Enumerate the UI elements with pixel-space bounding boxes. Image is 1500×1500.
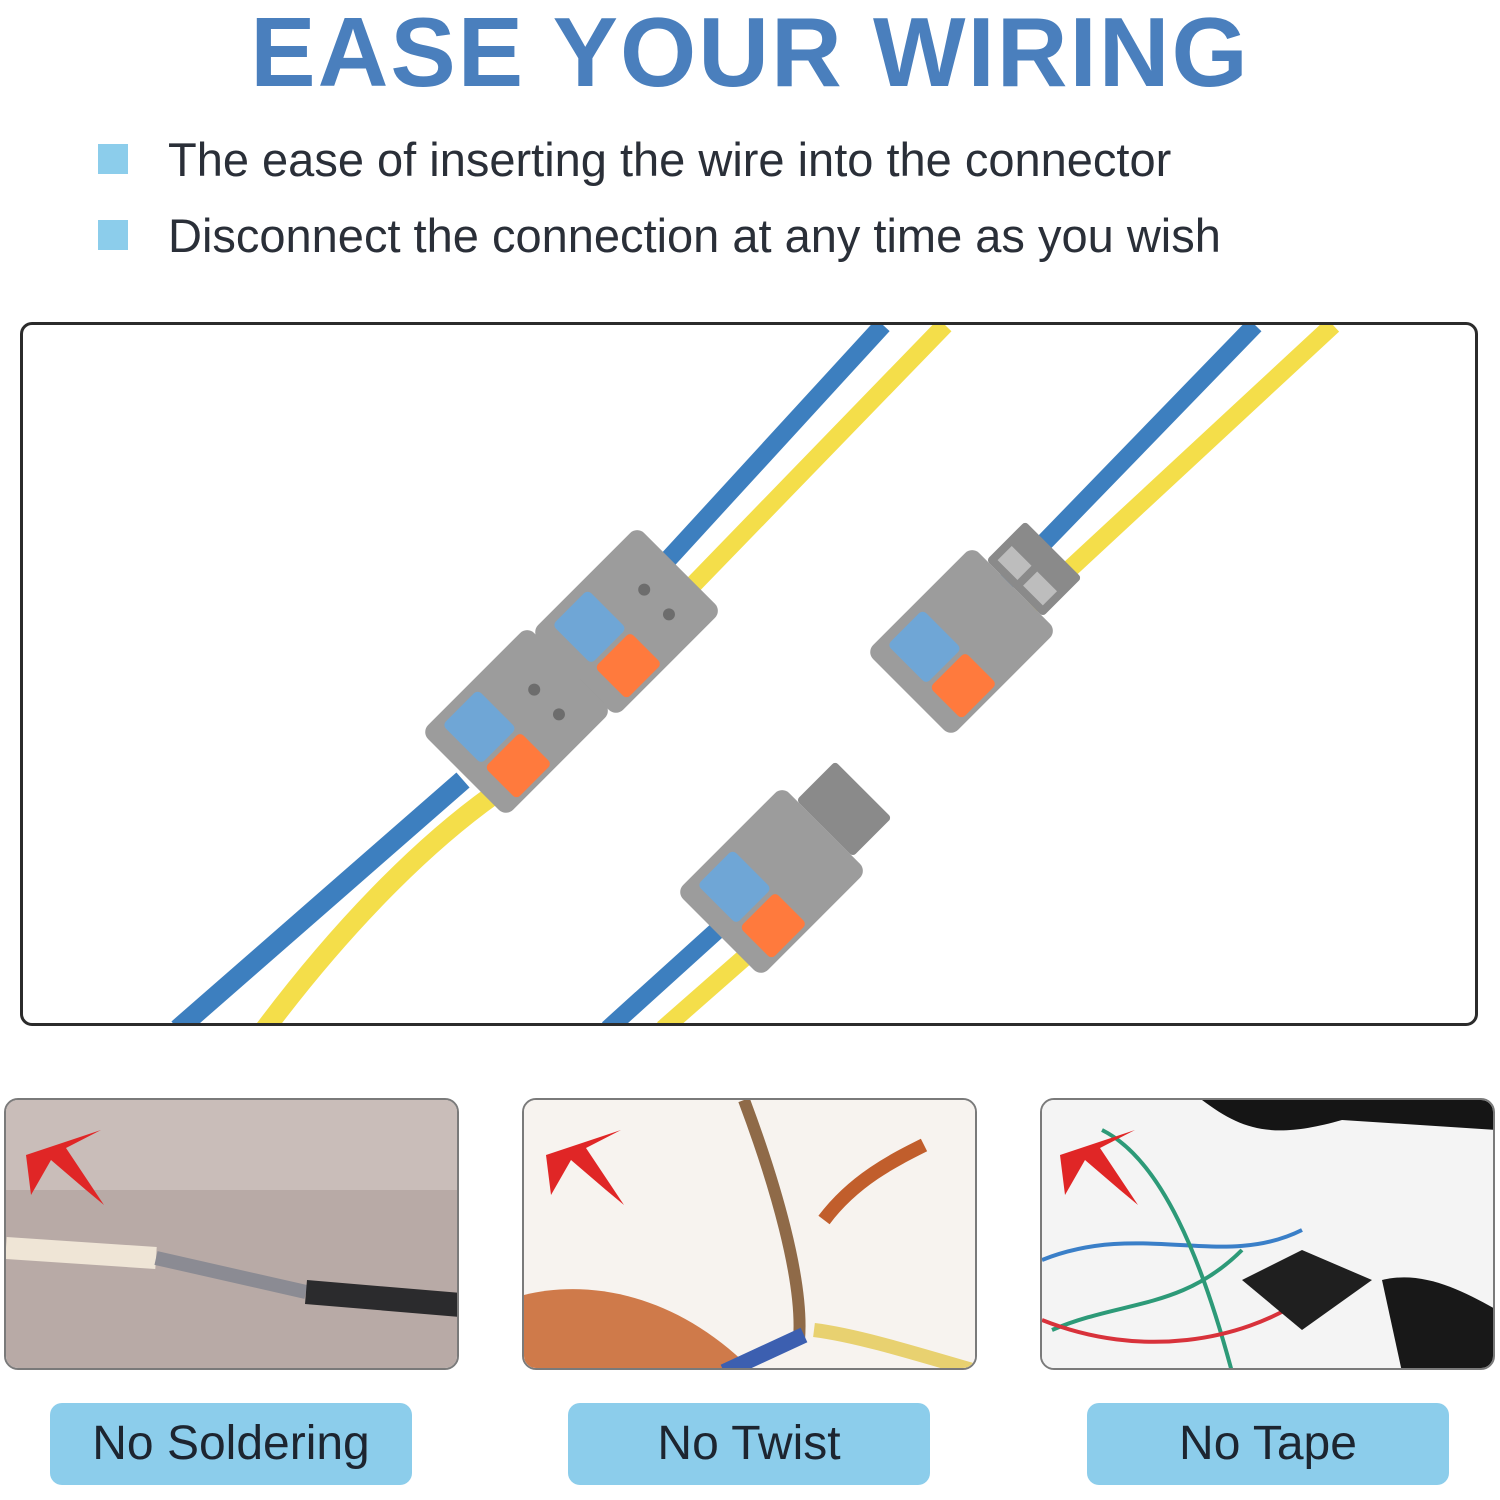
connector-housing — [680, 762, 891, 973]
no-tape-photo — [1040, 1098, 1495, 1370]
no-tape-label: No Tape — [1087, 1403, 1449, 1485]
bullet-square-icon — [98, 144, 128, 174]
feature-text: The ease of inserting the wire into the … — [168, 133, 1172, 186]
feature-bullet: Disconnect the connection at any time as… — [98, 206, 1398, 266]
wire-yellow — [657, 943, 759, 1023]
wire-yellow — [1024, 325, 1340, 612]
wire-blue — [171, 772, 470, 1023]
red-cross-icon — [1060, 1130, 1138, 1205]
wire-blue — [656, 325, 890, 572]
no-soldering-label: No Soldering — [50, 1403, 412, 1485]
red-cross-icon — [546, 1130, 624, 1205]
bullet-square-icon — [98, 220, 128, 250]
connector-housing — [425, 630, 608, 813]
feature-bullet: The ease of inserting the wire into the … — [98, 130, 1398, 190]
wire-blue — [601, 918, 730, 1023]
feature-text: Disconnect the connection at any time as… — [168, 209, 1221, 262]
wire-yellow — [257, 786, 499, 1023]
wire-yellow — [684, 325, 952, 594]
connector-product-image — [20, 322, 1478, 1026]
connector-housing — [870, 522, 1081, 733]
no-twist-photo — [522, 1098, 977, 1370]
no-soldering-photo — [4, 1098, 459, 1370]
page-title: EASE YOUR WIRING — [250, 0, 1250, 107]
red-cross-icon — [26, 1130, 104, 1205]
connector-housing — [535, 530, 718, 713]
no-twist-label: No Twist — [568, 1403, 930, 1485]
